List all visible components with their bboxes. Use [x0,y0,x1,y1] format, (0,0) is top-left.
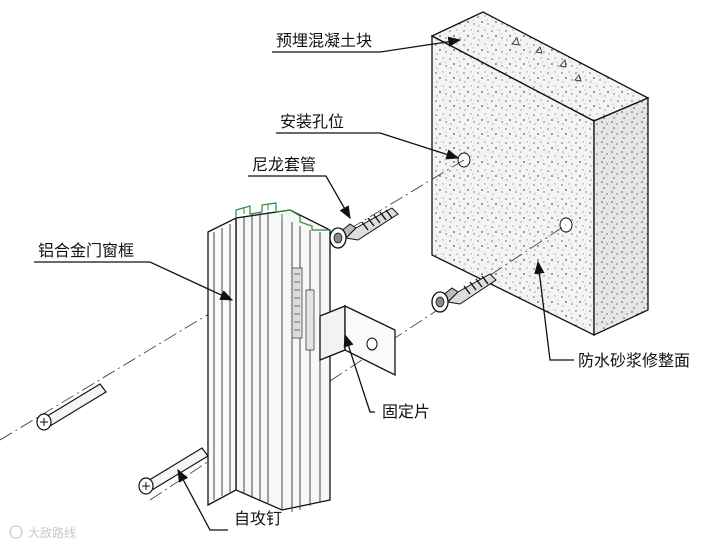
frame-slots [291,267,315,351]
concrete-block [430,11,650,337]
label-concrete-block: 预埋混凝土块 [276,31,372,50]
nylon-sleeve-upper [329,207,399,249]
label-mounting-hole: 安装孔位 [280,112,344,131]
label-aluminum-frame: 铝合金门窗框 [38,241,134,260]
watermark: 大敌路线 [9,525,76,540]
tapping-screw-lower [138,447,209,495]
aluminum-frame [207,202,331,512]
label-tapping-screw: 自攻钉 [234,509,282,528]
watermark-text: 大敌路线 [28,525,76,540]
label-fixing-plate: 固定片 [382,402,430,421]
label-nylon-sleeve: 尼龙套管 [252,155,316,174]
label-waterproof-mortar: 防水砂浆修整面 [578,351,690,370]
nylon-sleeve-lower [431,273,497,313]
fixing-plate [319,304,396,377]
tapping-screw-upper [36,383,107,431]
leader-lines [34,36,574,531]
